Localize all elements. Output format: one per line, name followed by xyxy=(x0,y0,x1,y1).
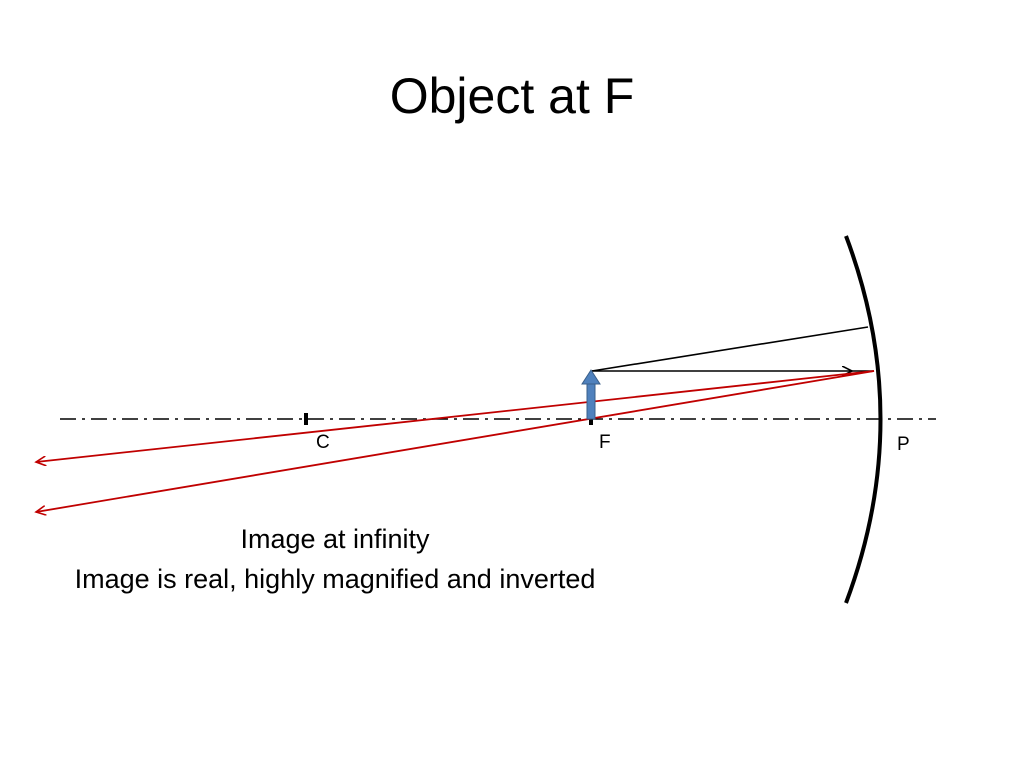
point-p-label: P xyxy=(897,434,910,455)
caption-image-nature: Image is real, highly magnified and inve… xyxy=(74,564,596,594)
caption-image-location: Image at infinity xyxy=(240,524,430,554)
point-c-label: C xyxy=(316,432,330,453)
point-f-label: F xyxy=(599,432,611,453)
object-arrow xyxy=(581,369,601,420)
slide-title: Object at F xyxy=(389,68,635,124)
ray-oblique-incident xyxy=(591,326,869,372)
ray-reflected-lower-path xyxy=(36,370,875,512)
concave-mirror xyxy=(844,235,883,604)
ray-reflected-upper xyxy=(36,370,875,462)
